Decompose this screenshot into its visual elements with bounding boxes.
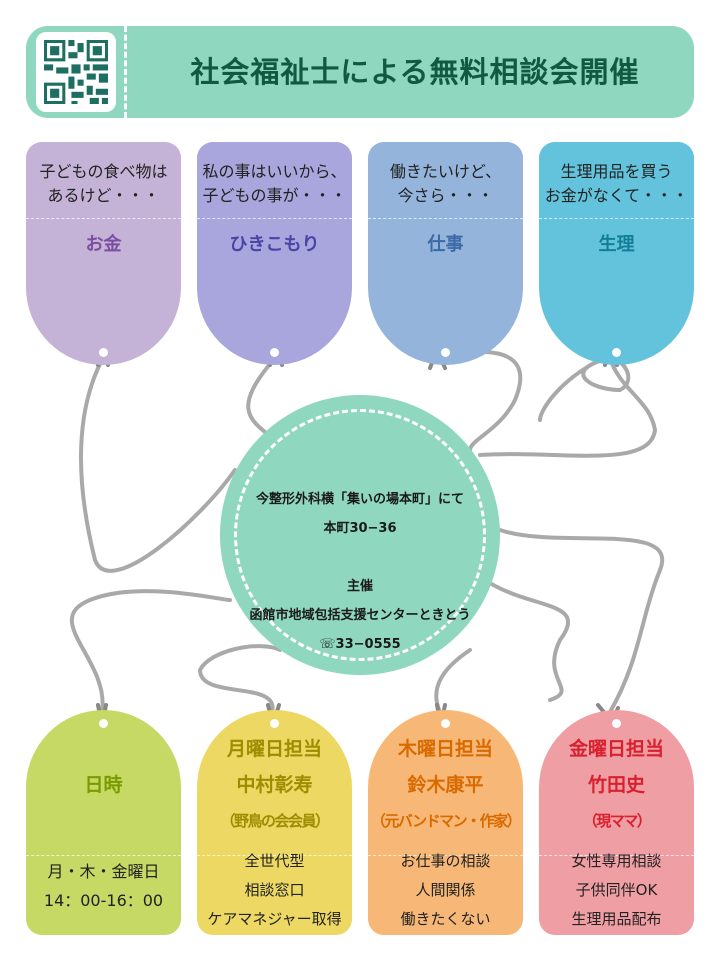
- staff-tag: 月曜日担当中村彰寿 （野鳥の会会員） 全世代型相談窓口ケアマネジャー取得: [197, 710, 352, 935]
- question-line: 働きたいけど、: [389, 162, 502, 181]
- tag-title-line: 金曜日担当: [568, 738, 664, 760]
- tag-hole: [270, 719, 279, 728]
- question-line: 今さら・・・: [397, 186, 494, 205]
- tag-item: 子供同伴OK: [575, 881, 658, 899]
- organizer-text: 函館市地域包括支援センターときとう: [249, 608, 471, 623]
- question-line: 子どもの事が・・・: [202, 186, 347, 205]
- tag-item: ケアマネジャー取得: [207, 910, 342, 928]
- tag-label: 生理: [598, 234, 635, 255]
- header-banner: 社会福祉士による無料相談会開催: [26, 26, 694, 118]
- tag-divider: [539, 218, 694, 219]
- tag-item: 相談窓口: [244, 881, 305, 899]
- tag-hole: [612, 719, 621, 728]
- staff-tag: 日時月・木・金曜日 14：00-16：00: [26, 710, 181, 935]
- address-text: 本町30−36: [323, 521, 397, 536]
- tag-label: ひきこもり: [229, 234, 320, 255]
- staff-tag: 木曜日担当鈴木康平 （元バンドマン・作家） お仕事の相談人間関係働きたくない: [368, 710, 523, 935]
- tag-divider: [539, 855, 694, 856]
- tag-label: 仕事: [427, 234, 464, 255]
- tag-hole: [99, 719, 108, 728]
- tag-item: 人間関係: [415, 881, 476, 899]
- tag-title-line: 中村彰寿: [236, 774, 313, 796]
- question-line: お金がなくて・・・: [544, 186, 689, 205]
- worry-tag: 私の事はいいから、子どもの事が・・・ひきこもり: [197, 142, 352, 365]
- question-line: 生理用品を買う: [560, 162, 673, 181]
- tag-hole: [270, 348, 279, 357]
- tag-divider: [26, 855, 181, 856]
- tag-divider: [368, 218, 523, 219]
- organizer-label: 主催: [346, 579, 373, 594]
- tag-title-line: （野鳥の会会員）: [220, 812, 330, 830]
- tag-title-line: （元バンドマン・作家）: [370, 812, 522, 830]
- tag-label: お金: [85, 234, 122, 255]
- phone-text: ☏33−0555: [319, 637, 401, 652]
- tag-hole: [612, 348, 621, 357]
- tag-title-line: 木曜日担当: [397, 738, 493, 760]
- worry-tag: 働きたいけど、今さら・・・仕事: [368, 142, 523, 365]
- tag-divider: [197, 218, 352, 219]
- question-line: 子どもの食べ物は: [39, 162, 168, 181]
- tag-hole: [441, 348, 450, 357]
- tag-item: 14：00-16：00: [43, 891, 164, 910]
- worry-tag: 生理用品を買うお金がなくて・・・生理: [539, 142, 694, 365]
- tag-item: 全世代型: [244, 852, 305, 870]
- dashed-ring: [234, 409, 486, 661]
- staff-tag: 金曜日担当竹田史 （現ママ） 女性専用相談子供同伴OK 生理用品配布: [539, 710, 694, 935]
- tag-title-line: 竹田史: [587, 774, 645, 796]
- tag-title-line: 鈴木康平: [407, 774, 484, 796]
- tag-item: お仕事の相談: [400, 852, 491, 870]
- tag-hole: [99, 348, 108, 357]
- question-line: あるけど・・・: [47, 186, 160, 205]
- tag-title-line: （現ママ）: [582, 812, 652, 830]
- tag-item: 生理用品配布: [571, 910, 662, 928]
- tag-title-line: 日時: [84, 774, 123, 796]
- tag-title-line: 月曜日担当: [226, 738, 322, 760]
- tag-item: 女性専用相談: [571, 852, 662, 870]
- tag-divider: [26, 218, 181, 219]
- worry-tag: 子どもの食べ物はあるけど・・・お金: [26, 142, 181, 365]
- qr-code-icon[interactable]: [36, 32, 116, 112]
- info-circle: 今整形外科横「集いの場本町」にて 本町30−36 主催 函館市地域包括支援センタ…: [220, 395, 500, 675]
- venue-text: 今整形外科横「集いの場本町」にて: [255, 492, 464, 507]
- page-title: 社会福祉士による無料相談会開催: [190, 55, 640, 89]
- tag-item: 月・木・金曜日: [47, 862, 160, 881]
- tag-item: 働きたくない: [400, 910, 491, 928]
- header-divider: [124, 26, 127, 118]
- tag-divider: [368, 855, 523, 856]
- tag-divider: [197, 855, 352, 856]
- question-line: 私の事はいいから、: [202, 162, 347, 181]
- tag-hole: [441, 719, 450, 728]
